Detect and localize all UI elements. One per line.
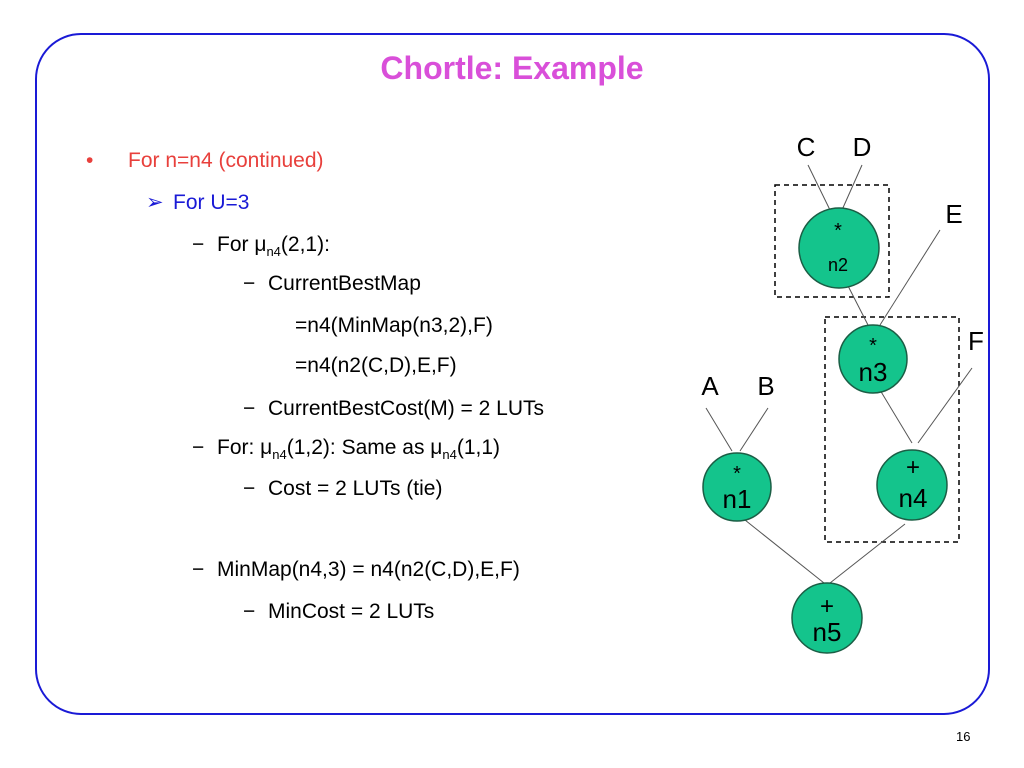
dash-marker: − bbox=[243, 397, 256, 420]
sub-bullet-text: For U=3 bbox=[173, 191, 250, 214]
line-text: (1,2): Same as μ bbox=[286, 436, 443, 459]
node-label: n3 bbox=[859, 357, 888, 387]
subscript: n4 bbox=[272, 447, 287, 462]
node-n1: * n1 bbox=[702, 452, 772, 522]
slide-title: Chortle: Example bbox=[380, 50, 644, 86]
node-label: n1 bbox=[723, 484, 752, 514]
node-op: + bbox=[820, 593, 834, 620]
line-text: MinCost = 2 LUTs bbox=[268, 600, 435, 623]
node-n5: + n5 bbox=[791, 582, 863, 654]
node-op: * bbox=[733, 463, 741, 485]
edge-b-n1 bbox=[739, 407, 769, 452]
node-op: * bbox=[869, 335, 877, 357]
node-op: * bbox=[834, 220, 842, 242]
dashed-box-n3-n4 bbox=[824, 316, 960, 543]
node-label: n4 bbox=[899, 483, 928, 513]
node-n4: + n4 bbox=[876, 449, 948, 521]
input-c: C bbox=[797, 132, 816, 162]
bullet-line-1: • For n=n4 (continued) bbox=[86, 149, 324, 173]
arrow-bullet-icon: ➢ bbox=[146, 191, 164, 214]
dash-line-11: −MinCost = 2 LUTs bbox=[243, 600, 434, 624]
line-text: MinMap(n4,3) = n4(n2(C,D),E,F) bbox=[217, 558, 520, 581]
dash-line-4: −CurrentBestMap bbox=[243, 272, 421, 296]
dash-line-9: −Cost = 2 LUTs (tie) bbox=[243, 477, 442, 501]
subscript: n4 bbox=[442, 447, 457, 462]
dashed-box-n2 bbox=[774, 184, 890, 298]
text-line-5: =n4(MinMap(n3,2),F) bbox=[295, 314, 493, 337]
dash-marker: − bbox=[243, 600, 256, 623]
line-text: (1,1) bbox=[456, 436, 501, 459]
bullet-text: For n=n4 (continued) bbox=[128, 149, 324, 172]
edge-a-n1 bbox=[705, 407, 733, 452]
subscript: n4 bbox=[266, 244, 281, 259]
edge-n1-n5 bbox=[744, 519, 825, 584]
dash-marker: − bbox=[243, 272, 256, 295]
edge-f-n4 bbox=[917, 367, 973, 444]
edge-n3-n4 bbox=[879, 389, 913, 444]
line-text: Cost = 2 LUTs (tie) bbox=[268, 477, 443, 500]
node-n3: * n3 bbox=[838, 324, 908, 394]
input-d: D bbox=[853, 132, 872, 162]
edge-e-n3 bbox=[879, 229, 941, 326]
line-text: For: μ bbox=[217, 436, 273, 459]
page-number: 16 bbox=[956, 729, 971, 744]
edges bbox=[705, 164, 973, 584]
line-text: For μ bbox=[217, 233, 267, 256]
dash-marker: − bbox=[192, 558, 205, 581]
node-label: n2 bbox=[828, 255, 848, 275]
slide-frame bbox=[35, 33, 990, 715]
node-op: + bbox=[906, 454, 920, 481]
dash-line-7: −CurrentBestCost(M) = 2 LUTs bbox=[243, 397, 544, 421]
node-label: n5 bbox=[813, 617, 842, 647]
dash-marker: − bbox=[243, 477, 256, 500]
dash-line-10: −MinMap(n4,3) = n4(n2(C,D),E,F) bbox=[192, 558, 520, 582]
dash-line-8: −For: μn4(1,2): Same as μn4(1,1) bbox=[192, 436, 501, 462]
edge-n4-n5 bbox=[829, 523, 906, 584]
dash-marker: − bbox=[192, 233, 205, 256]
edge-d-n2 bbox=[841, 164, 863, 211]
line-text: CurrentBestMap bbox=[268, 272, 421, 295]
input-e: E bbox=[945, 199, 962, 229]
input-a: A bbox=[701, 371, 719, 401]
edge-c-n2 bbox=[807, 164, 831, 211]
input-b: B bbox=[757, 371, 774, 401]
text-line-6: =n4(n2(C,D),E,F) bbox=[295, 354, 457, 377]
input-f: F bbox=[968, 326, 984, 356]
dash-marker: − bbox=[192, 436, 205, 459]
bullet-marker: • bbox=[86, 149, 94, 172]
sub-bullet-line: ➢ For U=3 bbox=[146, 190, 249, 215]
dash-line-3: −For μn4(2,1): bbox=[192, 233, 330, 259]
line-text: CurrentBestCost(M) = 2 LUTs bbox=[268, 397, 544, 420]
line-text: (2,1): bbox=[280, 233, 330, 256]
node-n2: * n2 bbox=[798, 207, 880, 289]
